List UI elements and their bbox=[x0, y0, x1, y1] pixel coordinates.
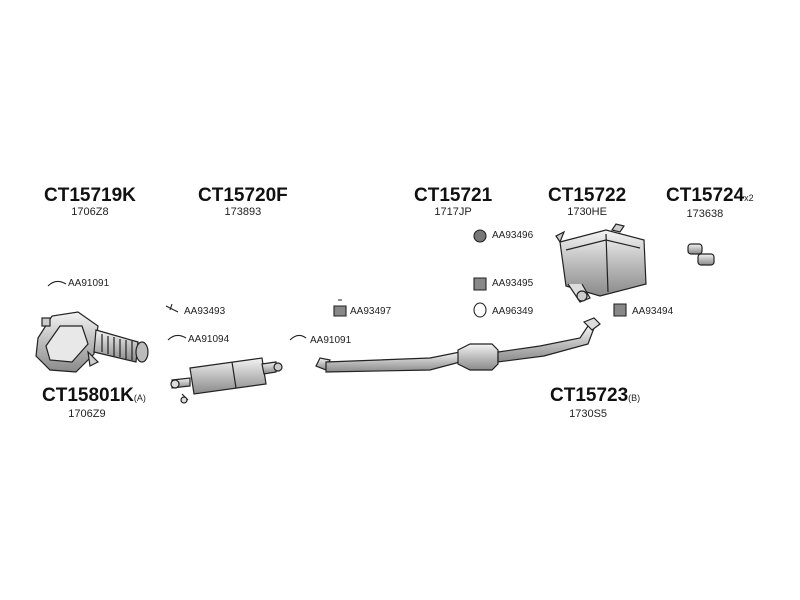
accessory-label-a4[interactable]: AA93497 bbox=[350, 306, 392, 317]
a1-clamp-icon bbox=[47, 280, 67, 287]
part-ref: 173893 bbox=[224, 206, 262, 218]
part-ct15723[interactable]: CT15723(B) 1730S5 bbox=[550, 386, 640, 421]
middle-silencer-drawing[interactable] bbox=[170, 357, 283, 404]
a6-rubber-ring-icon bbox=[473, 229, 487, 243]
part-ref: 1730S5 bbox=[569, 408, 608, 420]
part-code-text: CT15801K bbox=[42, 385, 134, 406]
quantity-suffix: x2 bbox=[744, 193, 754, 203]
accessory-label-a6[interactable]: AA93496 bbox=[492, 230, 534, 241]
accessory-label-a3[interactable]: AA91094 bbox=[188, 334, 230, 345]
part-code: CT15720F bbox=[198, 185, 288, 206]
accessory-label-a2[interactable]: AA93493 bbox=[184, 306, 226, 317]
accessory-label-a8[interactable]: AA96349 bbox=[492, 306, 534, 317]
part-code: CT15721 bbox=[414, 185, 493, 206]
part-code: CT15724x2 bbox=[666, 186, 754, 208]
clamp-pair-drawing[interactable] bbox=[687, 243, 715, 266]
a2-bolt-icon bbox=[165, 303, 179, 313]
variant-suffix: (A) bbox=[133, 393, 146, 403]
part-code: CT15723(B) bbox=[550, 386, 640, 408]
rear-silencer-drawing[interactable] bbox=[555, 223, 647, 303]
part-ref: 1717JP bbox=[434, 206, 472, 218]
part-code-text: CT15723 bbox=[550, 385, 629, 406]
accessory-label-a1[interactable]: AA91091 bbox=[68, 278, 110, 289]
part-ct15719k[interactable]: CT15719K 1706Z8 bbox=[44, 186, 136, 219]
a5-clamp-icon bbox=[289, 334, 307, 341]
part-ct15801k[interactable]: CT15801K(A) 1706Z9 bbox=[42, 386, 146, 421]
accessory-label-a5[interactable]: AA91091 bbox=[310, 335, 352, 346]
part-ct15722[interactable]: CT15722 1730HE bbox=[548, 186, 626, 219]
part-ref: 1706Z9 bbox=[68, 408, 106, 420]
part-ref: 173638 bbox=[686, 208, 724, 220]
part-ref: 1706Z8 bbox=[71, 206, 109, 218]
a3-clamp-icon bbox=[167, 334, 187, 341]
part-ct15720f[interactable]: CT15720F 173893 bbox=[198, 186, 288, 219]
part-ct15721[interactable]: CT15721 1717JP bbox=[414, 186, 492, 219]
a7-rubber-mount-icon bbox=[473, 277, 487, 291]
part-code: CT15722 bbox=[548, 185, 627, 206]
part-code: CT15801K(A) bbox=[42, 386, 146, 408]
accessory-label-a7[interactable]: AA93495 bbox=[492, 278, 534, 289]
variant-suffix: (B) bbox=[628, 393, 641, 403]
a9-rubber-mount-icon bbox=[613, 303, 627, 317]
part-code-text: CT15724 bbox=[666, 185, 745, 206]
accessory-label-a9[interactable]: AA93494 bbox=[632, 306, 674, 317]
catalytic-converter-drawing[interactable] bbox=[35, 311, 149, 373]
part-ref: 1730HE bbox=[567, 206, 607, 218]
a8-gasket-icon bbox=[473, 302, 487, 318]
part-ct15724[interactable]: CT15724x2 173638 bbox=[666, 186, 754, 221]
a4-rubber-mount-icon bbox=[333, 299, 347, 317]
intermediate-pipe-drawing[interactable] bbox=[315, 317, 601, 373]
part-code: CT15719K bbox=[44, 185, 136, 206]
